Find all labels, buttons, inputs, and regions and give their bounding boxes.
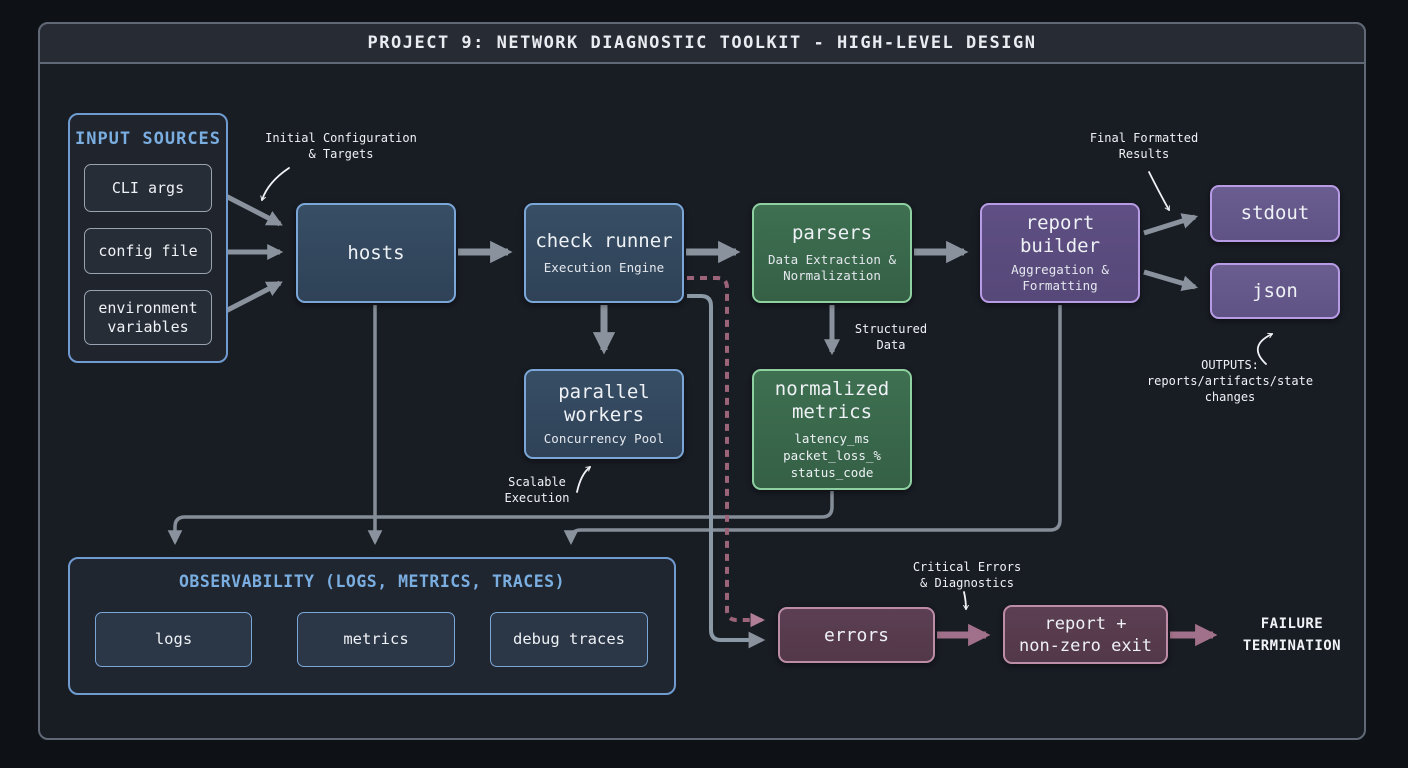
node-metrics: metrics [297, 612, 455, 667]
node-parsers: parsers Data Extraction & Normalization [752, 203, 912, 303]
node-cli-args: CLI args [84, 164, 212, 212]
node-normalized-metrics: normalized metrics latency_ms packet_los… [752, 369, 912, 490]
annotation-arrow-final-results [1148, 171, 1170, 212]
node-config-file: config file [84, 228, 212, 274]
title-bar: PROJECT 9: NETWORK DIAGNOSTIC TOOLKIT - … [38, 22, 1366, 64]
node-logs: logs [95, 612, 252, 667]
annotation-critical-errors: Critical Errors & Diagnostics [912, 560, 1022, 590]
wire-normalized-metrics-to-observability [167, 491, 834, 545]
node-json: json [1210, 263, 1340, 319]
wire-check-runner-to-errors-dashed [687, 276, 765, 628]
node-report-builder: report builder Aggregation & Formatting [980, 203, 1140, 303]
annotation-final-results: Final Formatted Results [1089, 131, 1199, 161]
annotation-structured-data: Structured Data [854, 322, 928, 352]
node-environment-variables: environment variables [84, 290, 212, 345]
arrow-report-builder-to-stdout [1143, 213, 1199, 236]
node-parallel-workers: parallel workers Concurrency Pool [524, 369, 684, 459]
annotation-arrow-critical-errors [963, 591, 969, 611]
annotation-initial-config: Initial Configuration & Targets [265, 131, 417, 161]
arrow-report-builder-to-json [1143, 269, 1199, 292]
failure-termination-label: FAILURE TERMINATION [1242, 616, 1342, 654]
wire-check-runner-to-errors-solid [687, 294, 766, 649]
annotation-arrow-initial-config [260, 167, 290, 202]
node-check-runner: check runner Execution Engine [524, 203, 684, 303]
input-sources-title: INPUT SOURCES [74, 129, 222, 149]
observability-title: OBSERVABILITY (LOGS, METRICS, TRACES) [178, 572, 566, 591]
annotation-outputs: OUTPUTS: reports/artifacts/state changes [1146, 358, 1314, 404]
node-stdout: stdout [1210, 185, 1340, 242]
wire-report-builder-to-observability [563, 305, 1062, 545]
annotation-scalable-execution: Scalable Execution [504, 475, 570, 505]
node-errors: errors [778, 607, 935, 663]
annotation-arrow-outputs [1257, 332, 1274, 365]
node-hosts: hosts [296, 203, 456, 303]
node-debug-traces: debug traces [490, 612, 648, 667]
annotation-arrow-scalable-execution [576, 466, 591, 493]
page-title: PROJECT 9: NETWORK DIAGNOSTIC TOOLKIT - … [367, 33, 1037, 53]
node-report-nonzero-exit: report + non-zero exit [1003, 605, 1168, 664]
